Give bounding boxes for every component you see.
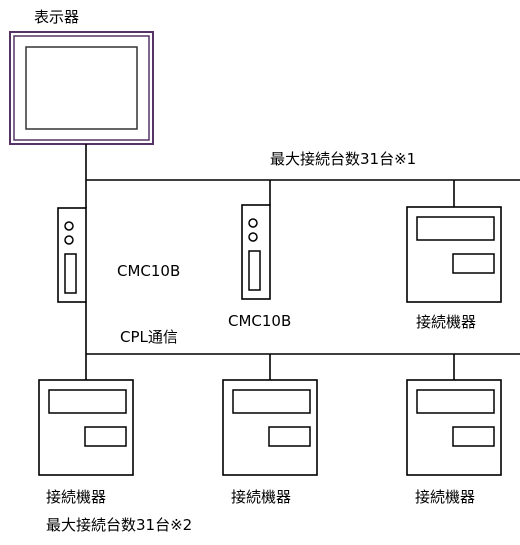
cpl-bus-label: CPL通信 xyxy=(120,328,178,346)
top-bus-label: 最大接続台数31台※1 xyxy=(270,150,416,168)
cmc-right-label: CMC10B xyxy=(228,312,291,330)
device-top-right-label: 接続機器 xyxy=(416,313,476,331)
cmc-left-label: CMC10B xyxy=(117,262,180,280)
device-bottom-1-unit xyxy=(38,379,134,476)
device-bottom-3-label: 接続機器 xyxy=(415,488,475,506)
device-top-right-unit xyxy=(406,206,502,303)
cmc10b-right-unit xyxy=(241,204,271,300)
display-unit xyxy=(9,31,154,145)
device-bottom-1-label: 接続機器 xyxy=(46,488,106,506)
device-bottom-3-unit xyxy=(406,379,502,476)
cmc10b-left-unit xyxy=(57,207,87,303)
device-bottom-2-unit xyxy=(222,379,318,476)
display-label: 表示器 xyxy=(34,8,79,26)
bottom-note-label: 最大接続台数31台※2 xyxy=(46,516,192,534)
device-bottom-2-label: 接続機器 xyxy=(231,488,291,506)
